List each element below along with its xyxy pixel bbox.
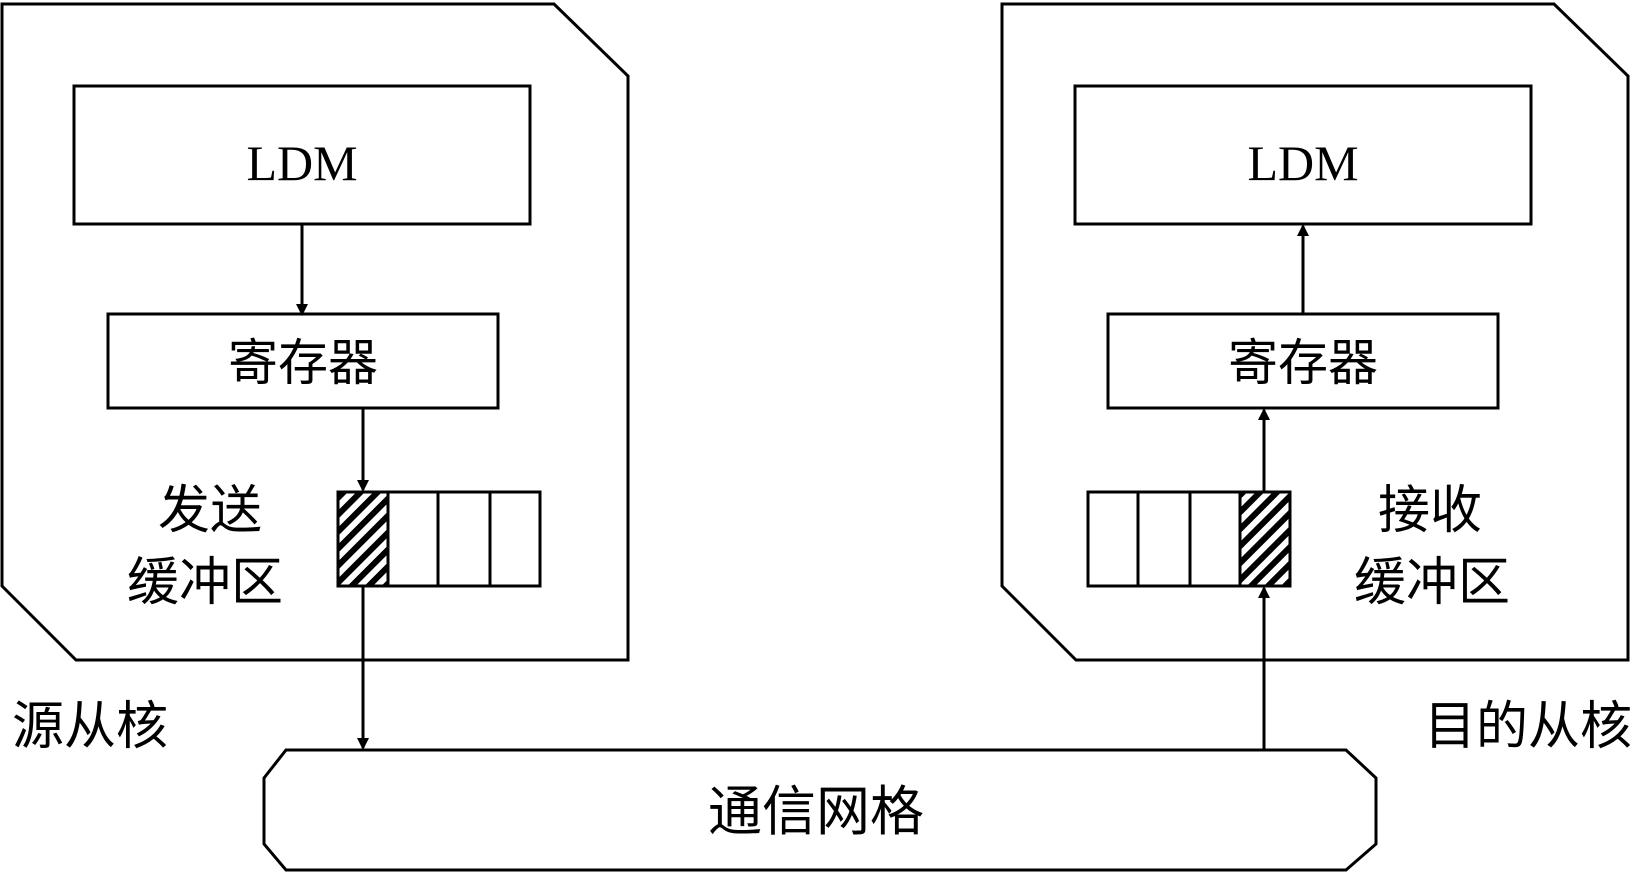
send-buffer-slot	[436, 490, 492, 588]
source-core: LDM 寄存器 发送 缓冲区	[0, 2, 630, 662]
dest-register-label: 寄存器	[1228, 334, 1378, 392]
receive-buffer-slot	[1188, 490, 1242, 588]
network-box	[262, 748, 1378, 872]
source-core-outline	[0, 2, 630, 662]
dest-core-label: 目的从核	[1424, 697, 1632, 757]
receive-buffer-label-line1: 接收	[1378, 481, 1482, 541]
source-core-label: 源从核	[12, 697, 168, 757]
send-buffer-slot	[488, 490, 542, 588]
receive-buffer-slot	[1136, 490, 1192, 588]
source-register-label: 寄存器	[228, 334, 378, 392]
receive-buffer-slot-hatched	[1238, 490, 1292, 588]
source-register-box	[106, 312, 500, 410]
send-buffer	[336, 490, 542, 588]
send-buffer-slot	[386, 490, 440, 588]
receive-buffer-label-line2: 缓冲区	[1354, 553, 1510, 613]
dest-ldm-label: LDM	[1247, 135, 1358, 191]
source-ldm-label: LDM	[246, 135, 357, 191]
dest-core: LDM 寄存器 接收 缓冲区	[1000, 2, 1630, 662]
dest-register-box	[1106, 312, 1500, 410]
send-buffer-label-line1: 发送	[158, 481, 262, 541]
send-buffer-slot-hatched	[336, 490, 390, 588]
receive-buffer	[1086, 490, 1292, 588]
send-buffer-label-line2: 缓冲区	[127, 553, 283, 613]
network-label: 通信网格	[708, 780, 924, 843]
dest-core-outline	[1000, 2, 1630, 662]
receive-buffer-slot	[1086, 490, 1140, 588]
